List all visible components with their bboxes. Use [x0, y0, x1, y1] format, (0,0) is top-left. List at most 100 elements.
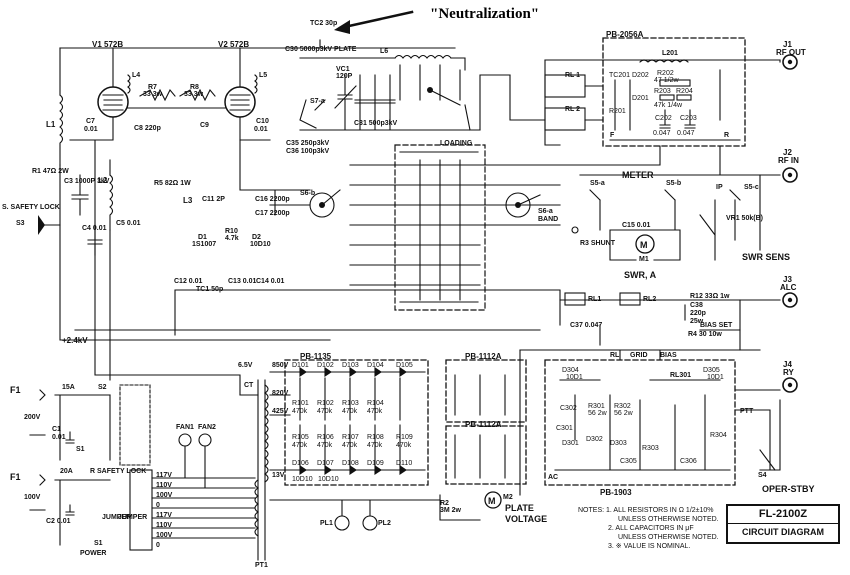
ac-label: AC — [548, 474, 559, 481]
c203-value: 0.047 — [677, 130, 695, 137]
tc201-label: TC201 — [609, 72, 631, 79]
l6-label: L6 — [380, 48, 389, 55]
r7-value: 33 3w — [143, 91, 163, 98]
s3-safety-lock: S. SAFETY LOCK — [2, 204, 60, 211]
d305-label: D305 — [703, 367, 720, 374]
tap-100v-b: 100V — [156, 532, 173, 539]
c202-value: 0.047 — [653, 130, 671, 137]
res-bot-5-val: 470k — [396, 442, 412, 449]
res-top-3: R103 — [342, 400, 359, 407]
tap-100v-a: 100V — [156, 492, 173, 499]
tc2-label: TC2 30p — [310, 20, 338, 27]
r301-label: R301 — [588, 403, 605, 410]
m1-label: M1 — [639, 256, 649, 263]
s1-label: S1 — [76, 446, 85, 453]
c301-label: C301 — [556, 425, 573, 432]
vc1-value: 120P — [336, 73, 353, 80]
j4-name: RY — [783, 368, 794, 377]
diode-value-b: 10D10 — [318, 476, 339, 483]
tap-117v-b: 117V — [156, 512, 172, 519]
c30-label: C30 5000p3kV PLATE — [285, 46, 357, 53]
r202-value: 47 1/2w — [654, 77, 679, 84]
s6b-label: S6-b — [300, 190, 316, 197]
r201-label: R201 — [609, 108, 626, 115]
res-top-2: R102 — [317, 400, 334, 407]
l1-coil — [59, 94, 64, 166]
rl-label: RL — [610, 352, 620, 359]
r303-label: R303 — [642, 445, 659, 452]
c15-label: C15 0.01 — [622, 222, 651, 229]
pt1-label: PT1 — [255, 562, 268, 569]
voltage-label: VOLTAGE — [505, 514, 548, 524]
j2-label: J2 — [783, 148, 792, 157]
r2-value: 3M 2w — [440, 507, 462, 514]
c10-value: 0.01 — [254, 126, 268, 133]
d1-label: D1 — [198, 234, 207, 241]
c5-label: C5 0.01 — [116, 220, 141, 227]
l201-label: L201 — [662, 50, 678, 57]
rl1-b-label: RL1 — [588, 296, 602, 303]
fan2-label: FAN2 — [198, 424, 216, 431]
j2-rf-in-jack[interactable] — [782, 167, 798, 183]
r10-value: 4.7k — [225, 235, 239, 242]
r203-label: R203 — [654, 88, 671, 95]
c17-label: C17 2200p — [255, 210, 290, 217]
pb1135-board — [284, 359, 429, 486]
j4-ry-jack[interactable] — [782, 377, 798, 393]
plus-2-4kv-label: +2.4kV — [62, 336, 88, 345]
c305-label: C305 — [620, 458, 637, 465]
r12-label: R12 33Ω 1w — [690, 293, 730, 300]
safety-lock-label: R SAFETY LOCK — [90, 468, 147, 475]
power-label: POWER — [80, 550, 107, 557]
pb2056a-board — [602, 37, 746, 147]
pb1112a-board-top — [445, 359, 527, 423]
c9-label: C9 — [200, 122, 209, 129]
d304-value: 10D1 — [566, 374, 583, 381]
rl301-label: RL301 — [670, 372, 692, 379]
c14-label: C14 0.01 — [256, 278, 285, 285]
r1-label: R1 47Ω 2W — [32, 168, 69, 175]
grid-label: GRID — [630, 352, 648, 359]
title-divider — [728, 523, 838, 524]
pb1112a-label-bottom: PB-1112A — [465, 420, 502, 429]
c13-label: C13 0.01 — [228, 278, 257, 285]
pb1903-board — [544, 359, 736, 486]
tap-0-a: 0 — [156, 502, 160, 509]
diode-top-5: D105 — [396, 362, 413, 369]
v13-label: 13V — [272, 472, 285, 479]
res-top-1-val: 470k — [292, 408, 308, 415]
j1-rf-out-jack[interactable] — [782, 54, 798, 70]
diode-bot-3: D108 — [342, 460, 359, 467]
r8-label: R8 — [190, 84, 199, 91]
vc1-label: VC1 — [336, 66, 350, 73]
bandswitch-board — [394, 144, 486, 311]
v425-label: 425V — [272, 408, 289, 415]
a20-label: 20A — [60, 468, 73, 475]
diode-top-2: D102 — [317, 362, 334, 369]
c38-voltage: 25w — [690, 318, 704, 325]
d2-value: 10D10 — [250, 241, 271, 248]
loading-label: LOADING — [440, 140, 473, 147]
v200-label: 200V — [24, 414, 41, 421]
f1-label-bottom: F1 — [10, 472, 21, 482]
c12-label: C12 0.01 — [174, 278, 203, 285]
res-bot-1: R105 — [292, 434, 309, 441]
r304-label: R304 — [710, 432, 727, 439]
r302-value: 56 2w — [614, 410, 633, 417]
diode-top-3: D103 — [342, 362, 359, 369]
jumper2-label: JUMPER — [118, 514, 148, 521]
diode-bot-5: D110 — [396, 460, 413, 467]
l2-label: L2 — [98, 176, 108, 185]
c4-label: C4 0.01 — [82, 225, 107, 232]
title-block: FL-2100Z CIRCUIT DIAGRAM — [726, 504, 840, 544]
c7-value: 0.01 — [84, 126, 98, 133]
c7-label: C7 — [86, 118, 95, 125]
r5-label: R5 82Ω 1W — [154, 180, 191, 187]
swr-a-label: SWR, A — [624, 270, 657, 280]
c31-label: C31 500p3kV — [354, 120, 398, 127]
tc1-label: TC1 50p — [196, 286, 224, 293]
tap-117v-a: 117V — [156, 472, 172, 479]
s2-label: S2 — [98, 384, 107, 391]
j3-alc-jack[interactable] — [782, 292, 798, 308]
